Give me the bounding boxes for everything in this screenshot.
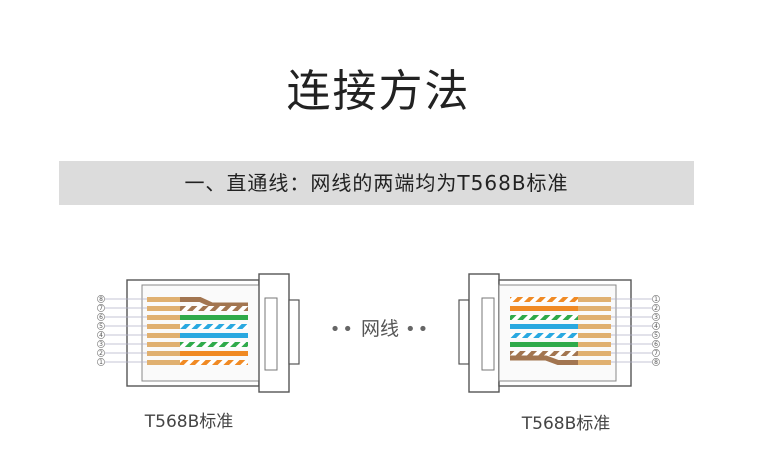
right-wire-2-orange xyxy=(510,306,578,311)
right-pin-circle-3 xyxy=(652,313,660,321)
right-pin-number-6: 6 xyxy=(654,341,658,348)
right-plug-latch-tab xyxy=(458,299,470,365)
left-contact-4 xyxy=(147,333,180,338)
right-pin-circle-4 xyxy=(652,322,660,330)
left-wire-4-blue xyxy=(180,333,248,338)
right-pin-circle-1 xyxy=(652,295,660,303)
right-pin-leaders xyxy=(611,298,652,363)
right-rj45-plug: 1 2 3 4 5 6 7 8 xyxy=(458,273,660,393)
left-gold-contacts xyxy=(147,297,180,365)
right-pin-circle-7 xyxy=(652,349,660,357)
left-pin-circle-8 xyxy=(97,295,105,303)
cable-dots-left: •• xyxy=(329,319,355,340)
right-pin-number-3: 3 xyxy=(654,314,658,321)
left-contact-5 xyxy=(147,324,180,329)
left-pin-circle-3 xyxy=(97,340,105,348)
left-pin-circle-6 xyxy=(97,313,105,321)
right-contact-3 xyxy=(578,315,611,320)
right-contact-8 xyxy=(578,360,611,365)
left-contact-7 xyxy=(147,306,180,311)
left-wire-2-orange xyxy=(180,351,248,356)
left-wire-1-white-orange xyxy=(180,360,248,365)
right-contact-5 xyxy=(578,333,611,338)
cable-text: 网线 xyxy=(360,318,399,340)
cable-dots-right: •• xyxy=(405,319,431,340)
right-contact-4 xyxy=(578,324,611,329)
right-wire-5-white-blue xyxy=(510,333,578,338)
banner-text: 一、直通线：网线的两端均为T568B标准 xyxy=(184,171,569,195)
left-pin-number-3: 3 xyxy=(99,341,103,348)
left-contact-3 xyxy=(147,342,180,347)
left-standard-label: T568B标准 xyxy=(144,412,234,432)
left-pin-number-2: 2 xyxy=(99,350,103,357)
left-wire-7-white-brown xyxy=(180,306,248,311)
right-contact-1 xyxy=(578,297,611,302)
left-plug-latch xyxy=(258,273,290,393)
left-pin-circle-7 xyxy=(97,304,105,312)
left-pin-number-5: 5 xyxy=(99,323,103,330)
left-pin-number-1: 1 xyxy=(99,359,103,366)
right-wire-3-white-green xyxy=(510,315,578,320)
left-pin-number-6: 6 xyxy=(99,314,103,321)
left-wire-3-white-green xyxy=(180,342,248,347)
left-plug-latch-slot xyxy=(264,297,278,371)
left-pin-circle-5 xyxy=(97,322,105,330)
left-pin-number-8: 8 xyxy=(99,296,103,303)
left-pin-leaders xyxy=(105,298,147,363)
left-plug-latch-tab xyxy=(288,299,300,365)
left-pin-circle-2 xyxy=(97,349,105,357)
right-pin-number-5: 5 xyxy=(654,332,658,339)
right-gold-contacts xyxy=(578,297,611,365)
right-wire-4-blue xyxy=(510,324,578,329)
left-contact-1 xyxy=(147,360,180,365)
banner: 一、直通线：网线的两端均为T568B标准 xyxy=(59,161,694,205)
page-title: 连接方法 xyxy=(286,66,471,117)
left-pin-number-4: 4 xyxy=(99,332,103,339)
left-pin-numbers: 8 7 6 5 4 3 2 1 xyxy=(97,295,105,366)
right-pin-number-2: 2 xyxy=(654,305,658,312)
right-pin-number-7: 7 xyxy=(654,350,658,357)
left-pin-number-7: 7 xyxy=(99,305,103,312)
right-wire-8-brown xyxy=(510,355,578,365)
right-pin-circle-2 xyxy=(652,304,660,312)
right-pin-circle-8 xyxy=(652,358,660,366)
right-pin-circle-5 xyxy=(652,331,660,339)
right-contact-6 xyxy=(578,342,611,347)
right-contact-2 xyxy=(578,306,611,311)
cable-label: •• 网线 •• xyxy=(300,316,460,343)
right-wire-6-green xyxy=(510,342,578,347)
left-wire-6-green xyxy=(180,315,248,320)
left-pin-circle-1 xyxy=(97,358,105,366)
right-standard-label: T568B标准 xyxy=(521,414,611,434)
right-wire-7-white-brown xyxy=(510,351,578,356)
right-pin-numbers: 1 2 3 4 5 6 7 8 xyxy=(652,295,660,366)
left-wire-5-white-blue xyxy=(180,324,248,329)
right-contact-7 xyxy=(578,351,611,356)
right-wires xyxy=(510,297,578,365)
right-pin-number-8: 8 xyxy=(654,359,658,366)
left-contact-8 xyxy=(147,297,180,302)
left-wire-8-brown xyxy=(180,297,248,308)
right-pin-circle-6 xyxy=(652,340,660,348)
left-wires xyxy=(180,297,248,365)
right-plug-latch-slot xyxy=(481,297,495,371)
left-contact-6 xyxy=(147,315,180,320)
right-pin-number-1: 1 xyxy=(654,296,658,303)
right-pin-number-4: 4 xyxy=(654,323,658,330)
left-rj45-plug: 8 7 6 5 4 3 2 1 xyxy=(97,273,300,393)
left-pin-circle-4 xyxy=(97,331,105,339)
right-wire-1-white-orange xyxy=(510,297,578,302)
left-contact-2 xyxy=(147,351,180,356)
